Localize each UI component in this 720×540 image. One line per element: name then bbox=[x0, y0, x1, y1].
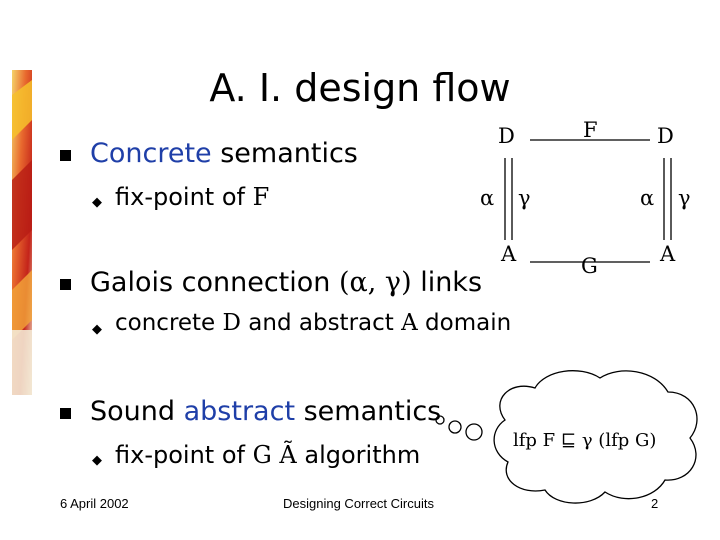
bullet-square-icon bbox=[60, 408, 71, 419]
sub-bullet-fixpoint-g: fix-point of G Ã algorithm bbox=[115, 441, 420, 469]
bullet-square-icon bbox=[60, 150, 71, 161]
left-decor-stripe bbox=[12, 70, 32, 395]
bullet-text: semantics bbox=[211, 138, 358, 169]
math-d: D bbox=[222, 310, 241, 336]
bullet-text: semantics bbox=[295, 396, 442, 427]
diagram-bottom-left-a: A bbox=[501, 242, 517, 266]
diagram-alpha-left: α bbox=[480, 186, 495, 210]
bullet-sound-abstract-semantics: Sound abstract semantics bbox=[90, 396, 441, 427]
math-g: G bbox=[252, 441, 272, 469]
footer-date: 6 April 2002 bbox=[60, 496, 129, 511]
footer-title: Designing Correct Circuits bbox=[283, 496, 434, 511]
diagram-bottom-mid-g: G bbox=[581, 254, 598, 278]
approx-symbol-icon: ⊑ bbox=[560, 430, 577, 451]
sub-bullet-diamond-icon: ◆ bbox=[92, 322, 102, 337]
bullet-galois-connection: Galois connection (α, γ) links bbox=[90, 267, 482, 298]
highlight-abstract: abstract bbox=[183, 396, 296, 427]
thought-cloud bbox=[435, 370, 698, 504]
sub-bullet-text: algorithm bbox=[296, 441, 421, 469]
symbol-glyph: Ã bbox=[279, 441, 297, 469]
cloud-text-post: γ (lfp G) bbox=[576, 430, 657, 451]
diagram-top-right-d: D bbox=[657, 124, 674, 148]
sub-bullet-text: and abstract bbox=[240, 310, 402, 336]
cloud-text-pre: lfp F bbox=[513, 430, 561, 451]
page-number: 2 bbox=[651, 496, 659, 511]
bullet-concrete-semantics: Concrete semantics bbox=[90, 138, 358, 169]
diagram-top-left-d: D bbox=[498, 124, 515, 148]
sub-bullet-domains: concrete D and abstract A domain bbox=[115, 310, 511, 336]
highlight-concrete: Concrete bbox=[90, 138, 212, 169]
bullet-text: Galois connection bbox=[90, 267, 339, 298]
sub-bullet-text: domain bbox=[417, 310, 512, 336]
math-alpha-gamma: (α, γ) bbox=[339, 267, 412, 298]
diagram-top-mid-f: F bbox=[583, 118, 598, 142]
sub-bullet-text: concrete bbox=[115, 310, 223, 336]
sub-bullet-diamond-icon: ◆ bbox=[92, 453, 102, 468]
diagram-lines bbox=[504, 139, 672, 263]
sub-bullet-text: fix-point of bbox=[115, 441, 253, 469]
sub-bullet-text: fix-point of bbox=[115, 183, 253, 211]
diagram-gamma-right: γ bbox=[678, 186, 691, 210]
math-a: A bbox=[401, 310, 418, 336]
cloud-lfp-text: lfp F ⊑ γ (lfp G) bbox=[513, 430, 656, 451]
diagram-bottom-right-a: A bbox=[660, 242, 676, 266]
sub-bullet-diamond-icon: ◆ bbox=[92, 195, 102, 210]
diagram-alpha-right: α bbox=[640, 186, 655, 210]
math-f: F bbox=[252, 183, 270, 211]
sub-bullet-fixpoint-f: fix-point of F bbox=[115, 183, 269, 211]
diagram-gamma-left: γ bbox=[518, 186, 531, 210]
slide-title: A. I. design flow bbox=[209, 66, 511, 110]
bullet-text: links bbox=[411, 267, 483, 298]
bullet-square-icon bbox=[60, 279, 71, 290]
bullet-text: Sound bbox=[90, 396, 184, 427]
